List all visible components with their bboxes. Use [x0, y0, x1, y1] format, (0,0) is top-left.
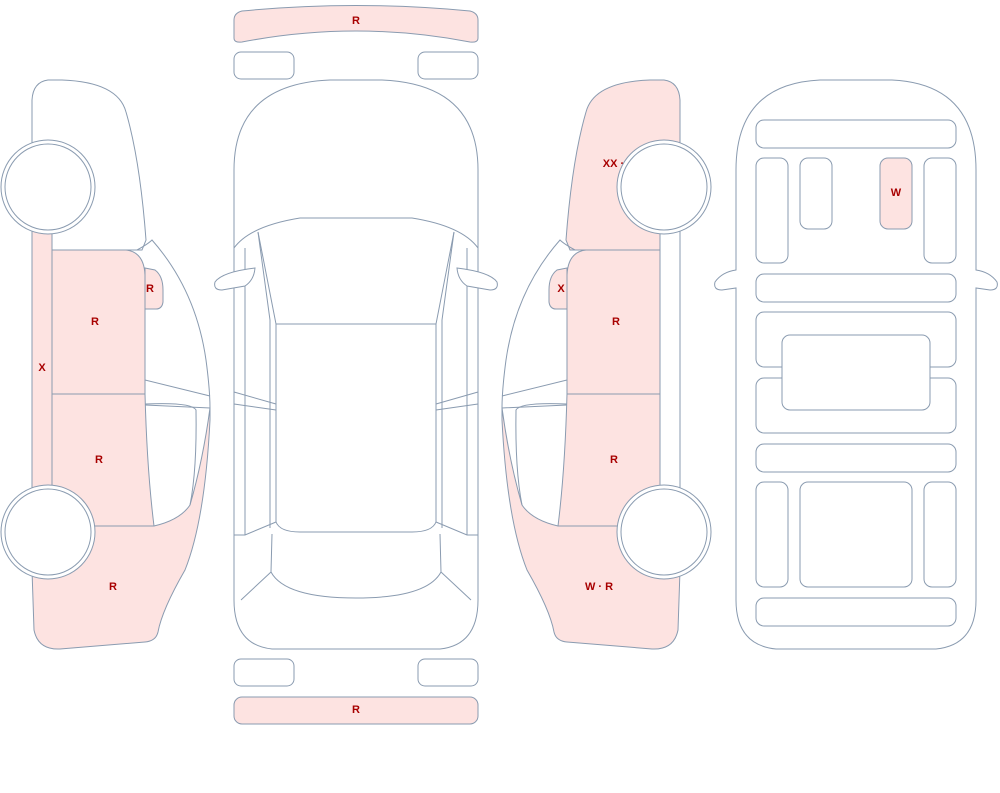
underside-front-left-part[interactable]: [799, 157, 833, 230]
right-front-door-code: R: [612, 316, 620, 328]
right-rear-quarter-code: W · R: [585, 581, 613, 593]
underside-rear-pan[interactable]: [799, 481, 913, 588]
top-right-rear-line: [435, 521, 478, 536]
underside-front-crossmember[interactable]: [755, 119, 957, 149]
trunk-line: [240, 571, 472, 601]
underside-center-pan[interactable]: [781, 334, 931, 411]
left-rocker-code: X: [38, 362, 46, 374]
left-rear-wheel-rim: [4, 488, 92, 576]
hood-line: [233, 217, 479, 249]
top-left-pillar: [233, 391, 277, 411]
front-bumper[interactable]: [233, 5, 479, 43]
left-side-view: X R R R R: [0, 79, 211, 650]
windshield: [257, 231, 455, 325]
right-headlight[interactable]: [417, 51, 479, 80]
roof-outline: [275, 324, 437, 533]
left-front-door-code: R: [91, 316, 99, 328]
rear-bumper[interactable]: [233, 696, 479, 725]
underside-part-code: W: [891, 187, 902, 199]
top-left-side-line: [244, 231, 271, 535]
right-rocker-panel[interactable]: [659, 229, 681, 491]
left-front-door[interactable]: [51, 249, 146, 395]
front-bumper-code: R: [352, 15, 360, 27]
left-window-line: [136, 239, 211, 409]
top-left-mirror[interactable]: [214, 267, 256, 291]
left-pillar-line: [144, 379, 211, 397]
left-front-wheel-rim: [4, 143, 92, 231]
left-rear-door-code: R: [95, 454, 103, 466]
right-rear-window-line: [515, 403, 568, 506]
right-rear-door-code: R: [610, 454, 618, 466]
top-left-rear-line: [234, 521, 277, 536]
left-taillight[interactable]: [233, 658, 295, 687]
underside-front-right-part[interactable]: [879, 157, 913, 230]
underside-mid-crossmember[interactable]: [755, 273, 957, 303]
left-rear-quarter-code: R: [109, 581, 117, 593]
underside-right-front-rail[interactable]: [923, 157, 957, 264]
right-mirror[interactable]: [548, 267, 568, 310]
car-body[interactable]: [233, 79, 479, 650]
left-rocker-panel[interactable]: [31, 229, 53, 491]
underside-rear-crossmember[interactable]: [755, 443, 957, 473]
right-taillight[interactable]: [417, 658, 479, 687]
right-rear-wheel-rim: [620, 488, 708, 576]
top-right-pillar: [435, 391, 479, 411]
left-mirror[interactable]: [144, 267, 164, 310]
top-right-mirror[interactable]: [456, 267, 498, 291]
left-rear-window-line: [144, 403, 197, 506]
right-front-door[interactable]: [566, 249, 661, 395]
left-headlight[interactable]: [233, 51, 295, 80]
top-view: R R: [214, 5, 498, 725]
left-mirror-code: R: [146, 283, 154, 295]
underside-view: W: [714, 79, 998, 650]
right-mirror-code: X: [557, 283, 565, 295]
top-right-side-line: [441, 231, 468, 535]
rear-window: [270, 533, 442, 599]
right-window-line: [501, 239, 576, 409]
right-pillar-line: [501, 379, 568, 397]
underside-right-rear-rail[interactable]: [923, 481, 957, 588]
underside-rear-panel[interactable]: [755, 597, 957, 627]
underside-left-front-rail[interactable]: [755, 157, 789, 264]
right-front-wheel-rim: [620, 143, 708, 231]
rear-bumper-code: R: [352, 704, 360, 716]
underside-left-rear-rail[interactable]: [755, 481, 789, 588]
right-side-view: XX · R R R W · R X: [501, 79, 712, 650]
